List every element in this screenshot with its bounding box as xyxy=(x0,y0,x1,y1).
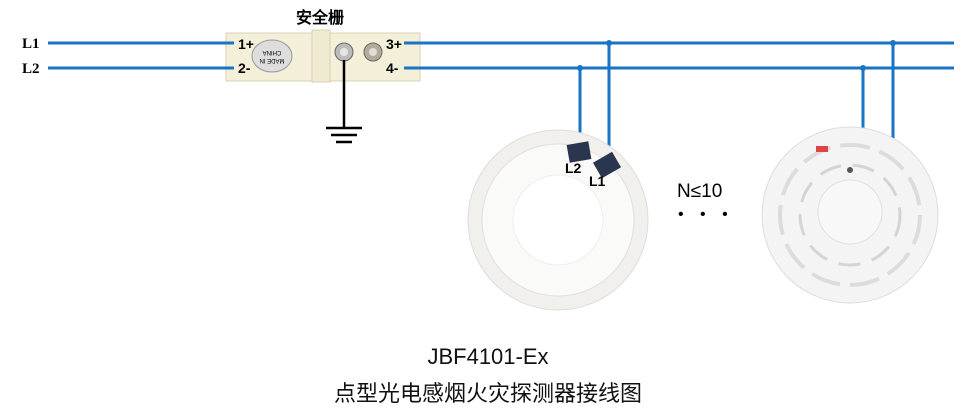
ellipsis: • • • xyxy=(678,206,734,223)
device-count: N≤10 xyxy=(677,181,722,202)
safety-barrier: MADE IN CHINA 1+ 2- 3+ 4- xyxy=(225,29,421,83)
terminal-3: 3+ xyxy=(386,36,402,52)
badge-text-2: CHINA xyxy=(263,49,282,55)
ground-icon xyxy=(326,60,362,144)
terminal-l2-icon xyxy=(566,141,592,163)
base-label-l1: L1 xyxy=(589,173,606,189)
caption-title: 点型光电感烟火灾探测器接线图 xyxy=(333,382,642,407)
terminal-4: 4- xyxy=(386,60,399,76)
bus-label-l2: L2 xyxy=(22,61,40,77)
barrier-label: 安全栅 xyxy=(296,8,344,27)
smoke-detector xyxy=(761,126,939,304)
detector-base: L2 L1 xyxy=(467,129,649,311)
made-in-china-badge xyxy=(251,39,293,73)
badge-text-1: MADE IN xyxy=(259,57,284,63)
caption-model: JBF4101-Ex xyxy=(427,344,549,369)
bus-label-l1: L1 xyxy=(22,36,40,52)
terminal-2: 2- xyxy=(238,60,251,76)
terminal-1: 1+ xyxy=(238,36,254,52)
base-label-l2: L2 xyxy=(565,160,582,176)
terminal-l1-icon xyxy=(592,151,622,179)
